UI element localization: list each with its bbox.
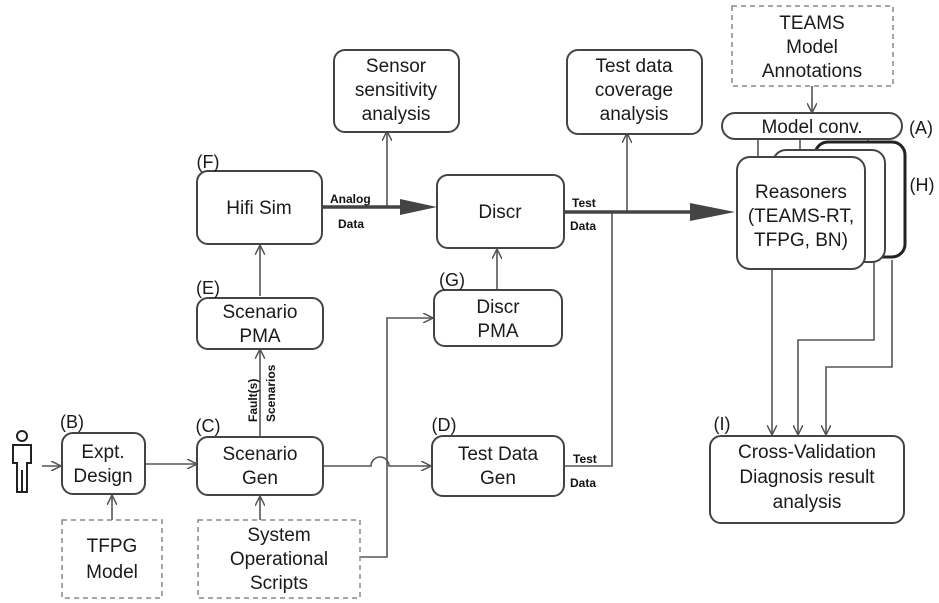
test-data-top-line-1: Test xyxy=(572,196,596,210)
node-tfpg-model: TFPG Model xyxy=(61,519,163,599)
label-i: (I) xyxy=(714,414,731,434)
scenarios-label: Scenarios xyxy=(264,364,278,422)
label-b: (B) xyxy=(60,412,84,432)
reasoners-line-3: TFPG, BN) xyxy=(754,230,848,251)
node-model-conv: Model conv. xyxy=(721,112,903,140)
node-discr-pma: Discr PMA xyxy=(433,289,563,347)
cross-validation-line-2: Diagnosis result xyxy=(739,467,875,488)
label-g: (G) xyxy=(439,270,465,290)
test-data-bottom-line-2: Data xyxy=(570,476,596,490)
discr-label: Discr xyxy=(478,202,522,223)
person-icon xyxy=(12,430,32,493)
scenario-gen-line-1: Scenario xyxy=(223,444,298,465)
analog-data-line-2: Data xyxy=(338,217,364,231)
node-reasoners-stack: Reasoners (TEAMS-RT, TFPG, BN) xyxy=(736,140,907,270)
label-e: (E) xyxy=(196,278,220,298)
label-f: (F) xyxy=(197,152,220,172)
scenario-pma-line-1: Scenario xyxy=(223,302,298,323)
sensor-line-1: Sensor xyxy=(366,56,427,77)
scenario-gen-line-2: Gen xyxy=(242,468,278,489)
faults-label: Fault(s) xyxy=(246,379,260,422)
node-system-scripts: System Operational Scripts xyxy=(197,519,361,599)
sensor-line-2: sensitivity xyxy=(355,80,438,101)
teams-line-1: TEAMS xyxy=(779,13,844,34)
node-test-data-gen: Test Data Gen xyxy=(431,435,565,497)
node-hifi-sim: Hifi Sim xyxy=(196,170,323,245)
label-a: (A) xyxy=(909,118,933,138)
reasoners-line-2: (TEAMS-RT, xyxy=(748,206,854,227)
node-discr: Discr xyxy=(436,174,565,249)
label-c: (C) xyxy=(196,416,221,436)
scripts-line-1: System xyxy=(247,525,310,546)
node-expt-design: Expt. Design xyxy=(61,432,146,495)
discr-pma-line-1: Discr xyxy=(476,297,520,318)
sensor-line-3: analysis xyxy=(362,104,431,125)
tfpg-line-1: TFPG xyxy=(87,536,138,557)
node-letters: (A) (B) (C) (D) (E) (F) (G) (H) (I) xyxy=(60,118,935,436)
node-cross-validation: Cross-Validation Diagnosis result analys… xyxy=(709,435,905,524)
coverage-line-3: analysis xyxy=(600,104,669,125)
tfpg-line-2: Model xyxy=(86,562,138,583)
discr-pma-line-2: PMA xyxy=(477,321,519,342)
test-data-gen-line-2: Gen xyxy=(480,468,516,489)
cross-validation-line-3: analysis xyxy=(773,492,842,513)
test-data-top-line-2: Data xyxy=(570,219,596,233)
node-scenario-gen: Scenario Gen xyxy=(196,436,324,496)
expt-design-line-1: Expt. xyxy=(81,442,124,463)
coverage-line-2: coverage xyxy=(595,80,673,101)
hifi-sim-label: Hifi Sim xyxy=(226,198,291,219)
reasoners-line-1: Reasoners xyxy=(755,182,847,203)
node-sensor-sensitivity: Sensor sensitivity analysis xyxy=(333,49,460,133)
teams-line-3: Annotations xyxy=(762,61,862,82)
node-test-coverage: Test data coverage analysis xyxy=(566,49,703,135)
model-conv-label: Model conv. xyxy=(761,117,862,138)
scripts-line-2: Operational xyxy=(230,549,328,570)
analog-data-line-1: Analog xyxy=(330,192,371,206)
connectors xyxy=(42,86,893,558)
expt-design-line-2: Design xyxy=(73,466,132,487)
thick-flows xyxy=(322,199,735,221)
coverage-line-1: Test data xyxy=(595,56,673,77)
scenario-pma-line-2: PMA xyxy=(239,326,281,347)
label-h: (H) xyxy=(910,175,935,195)
node-scenario-pma: Scenario PMA xyxy=(196,297,324,350)
label-d: (D) xyxy=(432,415,457,435)
test-data-bottom-line-1: Test xyxy=(573,452,597,466)
node-teams-annotations: TEAMS Model Annotations xyxy=(731,5,894,87)
test-data-gen-line-1: Test Data xyxy=(458,444,539,465)
teams-line-2: Model xyxy=(786,37,838,58)
scripts-line-3: Scripts xyxy=(250,573,308,594)
cross-validation-line-1: Cross-Validation xyxy=(738,442,876,463)
edge-labels: Analog Data Test Data Test Data Fault(s)… xyxy=(246,192,597,490)
